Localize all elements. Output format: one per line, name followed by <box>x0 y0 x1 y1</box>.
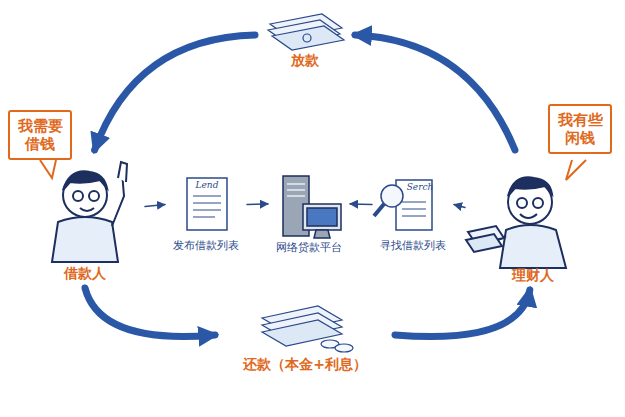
flow-arrow <box>355 35 515 150</box>
repay-node: 还款（本金+利息） <box>215 298 395 380</box>
step-arrow <box>454 205 465 208</box>
flow-label: 还款（本金+利息） <box>215 356 395 374</box>
flow-label: 放款 <box>255 52 355 70</box>
role-label: 借款人 <box>25 265 145 283</box>
step-arrow <box>350 203 372 205</box>
money-icon <box>268 14 344 50</box>
document-tag: Lend <box>187 180 227 190</box>
loan-node: 放款 <box>255 8 355 72</box>
borrower-node: 借款人 <box>25 150 145 288</box>
bubble-tail <box>40 160 56 178</box>
step-label: 发布借款列表 <box>165 238 247 253</box>
flow-arrow <box>95 35 255 150</box>
speech-bubble: 我需要借钱 <box>8 110 72 160</box>
document-node: Lend 发布借款列表 <box>165 172 247 260</box>
search-node: Serch 寻找借款列表 <box>372 172 454 260</box>
speech-bubble: 我有些闲钱 <box>548 104 612 154</box>
step-arrow <box>247 203 268 205</box>
server-icon <box>283 176 341 238</box>
search-tag: Serch <box>400 182 440 192</box>
step-label: 寻找借款列表 <box>372 238 454 253</box>
document-icon <box>187 178 227 230</box>
platform-node: 网络贷款平台 <box>268 168 350 260</box>
bubble-text: 我有些闲钱 <box>556 111 604 147</box>
borrower-figure <box>52 162 127 262</box>
money-icon <box>262 306 353 352</box>
bubble-text: 我需要借钱 <box>16 117 64 153</box>
flow-arrow <box>85 288 215 336</box>
flow-arrow <box>395 290 530 336</box>
lender-node: 理财人 <box>465 150 600 290</box>
bubble-tail <box>566 160 586 180</box>
platform-label: 网络贷款平台 <box>268 240 350 255</box>
role-label: 理财人 <box>465 267 600 285</box>
lender-figure <box>466 177 566 268</box>
step-arrow <box>145 205 165 207</box>
